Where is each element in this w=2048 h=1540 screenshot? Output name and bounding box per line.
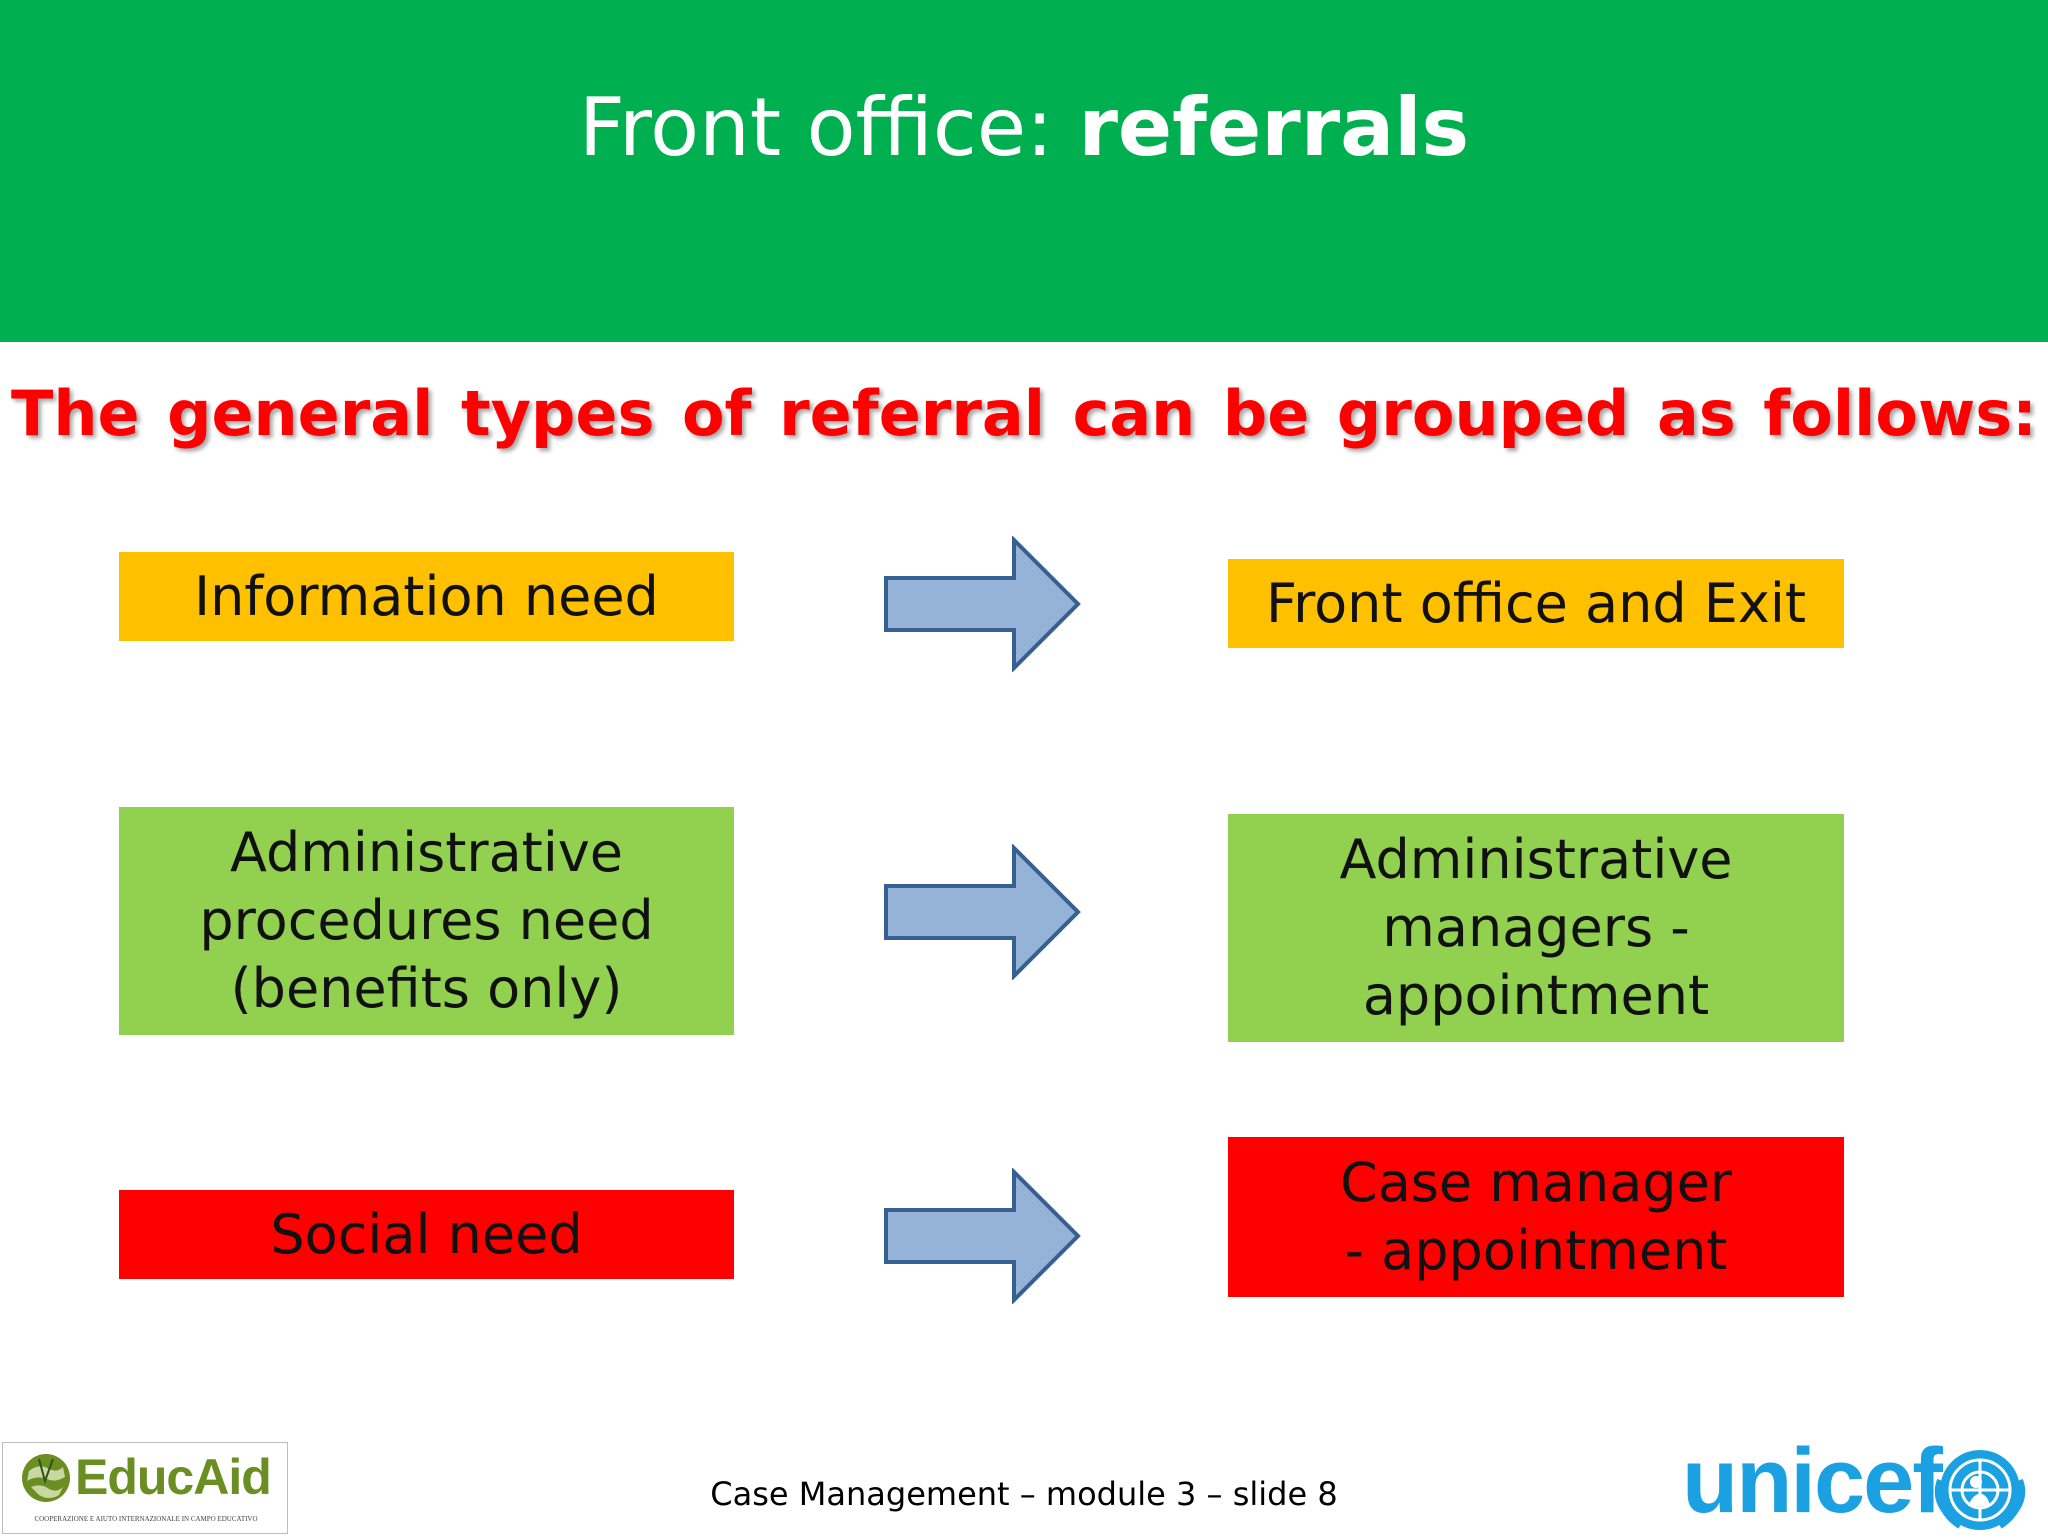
unicef-emblem-icon xyxy=(1934,1450,2026,1530)
title-banner xyxy=(0,0,2048,342)
title-bold: referrals xyxy=(1078,81,1470,174)
left-box-administrative-procedures: Administrative procedures need (benefits… xyxy=(119,807,734,1035)
left-box-social-need: Social need xyxy=(119,1190,734,1279)
educaid-wordmark: EducAid xyxy=(75,1449,272,1505)
title-regular: Front office: xyxy=(578,81,1079,174)
educaid-tagline: COOPERAZIONE E AIUTO INTERNAZIONALE IN C… xyxy=(34,1515,258,1523)
right-arrow-icon xyxy=(884,1168,1081,1304)
right-arrow-icon xyxy=(884,536,1081,672)
right-box-administrative-managers: Administrative managers - appointment xyxy=(1228,814,1844,1042)
educaid-logo: EducAid COOPERAZIONE E AIUTO INTERNAZION… xyxy=(2,1442,288,1534)
unicef-wordmark: unicef xyxy=(1682,1430,1943,1532)
left-box-information-need: Information need xyxy=(119,552,734,641)
right-box-front-office-exit: Front office and Exit xyxy=(1228,559,1844,648)
slide-subtitle: The general types of referral can be gro… xyxy=(11,377,2037,450)
footer-slide-info: Case Management – module 3 – slide 8 xyxy=(710,1475,1338,1513)
arrow-shape xyxy=(884,536,1081,672)
arrow-shape xyxy=(884,1168,1081,1304)
arrow-shape xyxy=(884,844,1081,980)
globe-icon xyxy=(22,1454,70,1502)
slide-title: Front office: referrals xyxy=(0,80,2048,176)
right-box-case-manager: Case manager - appointment xyxy=(1228,1137,1844,1297)
right-arrow-icon xyxy=(884,844,1081,980)
